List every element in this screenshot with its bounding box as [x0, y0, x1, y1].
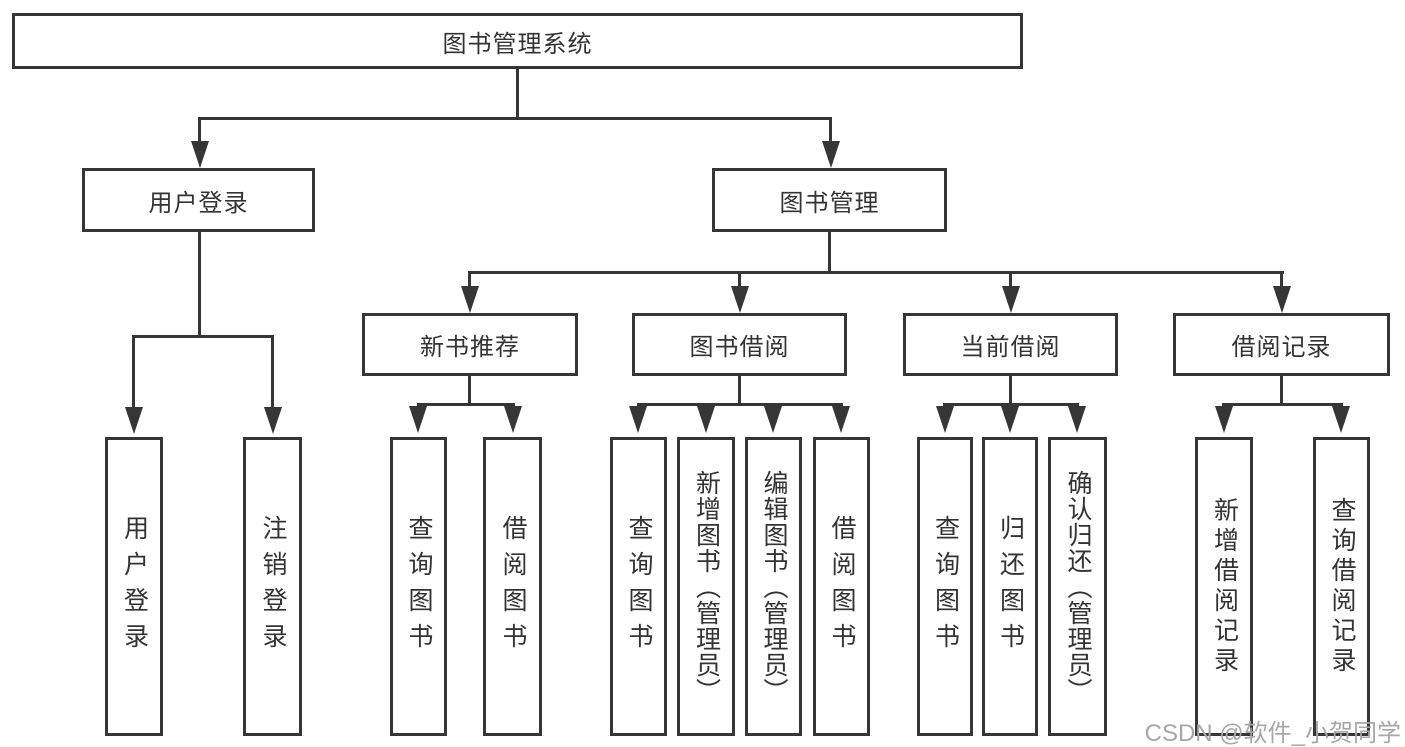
- connector-line: [738, 376, 741, 405]
- leaf-add-book-admin-label: 新增图书（管理员）: [692, 469, 721, 704]
- leaf-return-book: 归还图书: [982, 437, 1038, 736]
- leaf-add-borrow-record: 新增借阅记录: [1195, 437, 1253, 736]
- leaf-edit-book-admin-label: 编辑图书（管理员）: [760, 469, 788, 704]
- arrowhead-icon: [629, 406, 647, 433]
- leaf-query-books-2-label: 查询图书: [625, 514, 653, 659]
- arrowhead-icon: [1068, 406, 1086, 433]
- leaf-borrow-books-1-label: 借阅图书: [499, 514, 527, 659]
- node-book-management: 图书管理: [712, 168, 947, 232]
- node-root-label: 图书管理系统: [442, 30, 593, 58]
- connector-line: [468, 271, 471, 288]
- connector-line: [516, 69, 519, 119]
- node-borrow-records: 借阅记录: [1173, 313, 1390, 376]
- connector-line: [943, 403, 1079, 406]
- connector-line: [829, 117, 832, 144]
- node-user-login-label: 用户登录: [148, 189, 249, 217]
- arrowhead-icon: [822, 141, 840, 168]
- leaf-add-book-admin: 新增图书（管理员）: [677, 437, 735, 736]
- arrowhead-icon: [936, 406, 954, 433]
- connector-line: [198, 232, 201, 337]
- arrowhead-icon: [191, 141, 209, 168]
- arrowhead-icon: [1332, 406, 1350, 433]
- connector-line: [271, 335, 274, 409]
- leaf-query-borrow-record: 查询借阅记录: [1313, 437, 1370, 736]
- node-current-borrow: 当前借阅: [903, 313, 1118, 376]
- leaf-borrow-books-2-label: 借阅图书: [828, 514, 856, 659]
- leaf-borrow-books-1: 借阅图书: [483, 437, 542, 736]
- arrowhead-icon: [697, 406, 715, 433]
- node-borrow-records-label: 借阅记录: [1231, 334, 1332, 361]
- arrowhead-icon: [1273, 286, 1291, 313]
- leaf-confirm-return-admin: 确认归还（管理员）: [1048, 437, 1107, 736]
- leaf-add-borrow-record-label: 新增借阅记录: [1210, 496, 1239, 677]
- connector-line: [1222, 403, 1343, 406]
- connector-line: [468, 376, 471, 405]
- node-root: 图书管理系统: [12, 13, 1023, 69]
- leaf-edit-book-admin: 编辑图书（管理员）: [745, 437, 802, 736]
- connector-line: [198, 117, 201, 144]
- node-book-borrow: 图书借阅: [632, 313, 847, 376]
- arrowhead-icon: [764, 406, 782, 433]
- leaf-query-borrow-record-label: 查询借阅记录: [1328, 496, 1356, 677]
- connector-line: [1009, 271, 1012, 288]
- leaf-query-books-3-label: 查询图书: [931, 514, 960, 659]
- arrowhead-icon: [832, 406, 850, 433]
- connector-line: [1009, 376, 1012, 405]
- connector-line: [468, 271, 1284, 274]
- arrowhead-icon: [1002, 286, 1020, 313]
- node-new-book-recommend: 新书推荐: [362, 313, 578, 376]
- leaf-logout-label: 注销登录: [259, 514, 287, 659]
- connector-line: [1280, 376, 1283, 405]
- arrowhead-icon: [1215, 406, 1233, 433]
- arrowhead-icon: [125, 407, 143, 434]
- connector-line: [637, 403, 843, 406]
- leaf-logout: 注销登录: [243, 437, 302, 736]
- arrowhead-icon: [409, 406, 427, 433]
- arrowhead-icon: [504, 406, 522, 433]
- node-book-management-label: 图书管理: [779, 189, 880, 217]
- leaf-user-login-label: 用户登录: [120, 514, 149, 659]
- leaf-query-books-2: 查询图书: [610, 437, 667, 736]
- leaf-user-login: 用户登录: [105, 437, 163, 736]
- leaf-confirm-return-admin-label: 确认归还（管理员）: [1064, 469, 1092, 704]
- connector-line: [1280, 271, 1283, 288]
- arrowhead-icon: [461, 286, 479, 313]
- arrowhead-icon: [1001, 406, 1019, 433]
- connector-line: [198, 117, 832, 120]
- node-new-book-recommend-label: 新书推荐: [420, 334, 520, 361]
- watermark-text: CSDN @软件_小贺同学: [1144, 720, 1401, 747]
- leaf-query-books-1-label: 查询图书: [405, 514, 433, 659]
- node-current-borrow-label: 当前借阅: [960, 334, 1061, 361]
- leaf-query-books-3: 查询图书: [917, 437, 973, 736]
- leaf-borrow-books-2: 借阅图书: [813, 437, 870, 736]
- arrowhead-icon: [731, 286, 749, 313]
- connector-line: [132, 335, 135, 409]
- node-book-borrow-label: 图书借阅: [689, 334, 790, 361]
- connector-line: [417, 403, 515, 406]
- connector-line: [828, 232, 831, 273]
- connector-line: [738, 271, 741, 288]
- leaf-return-book-label: 归还图书: [996, 514, 1025, 659]
- leaf-query-books-1: 查询图书: [390, 437, 447, 736]
- connector-line: [132, 335, 274, 338]
- node-user-login: 用户登录: [82, 168, 315, 232]
- arrowhead-icon: [264, 407, 282, 434]
